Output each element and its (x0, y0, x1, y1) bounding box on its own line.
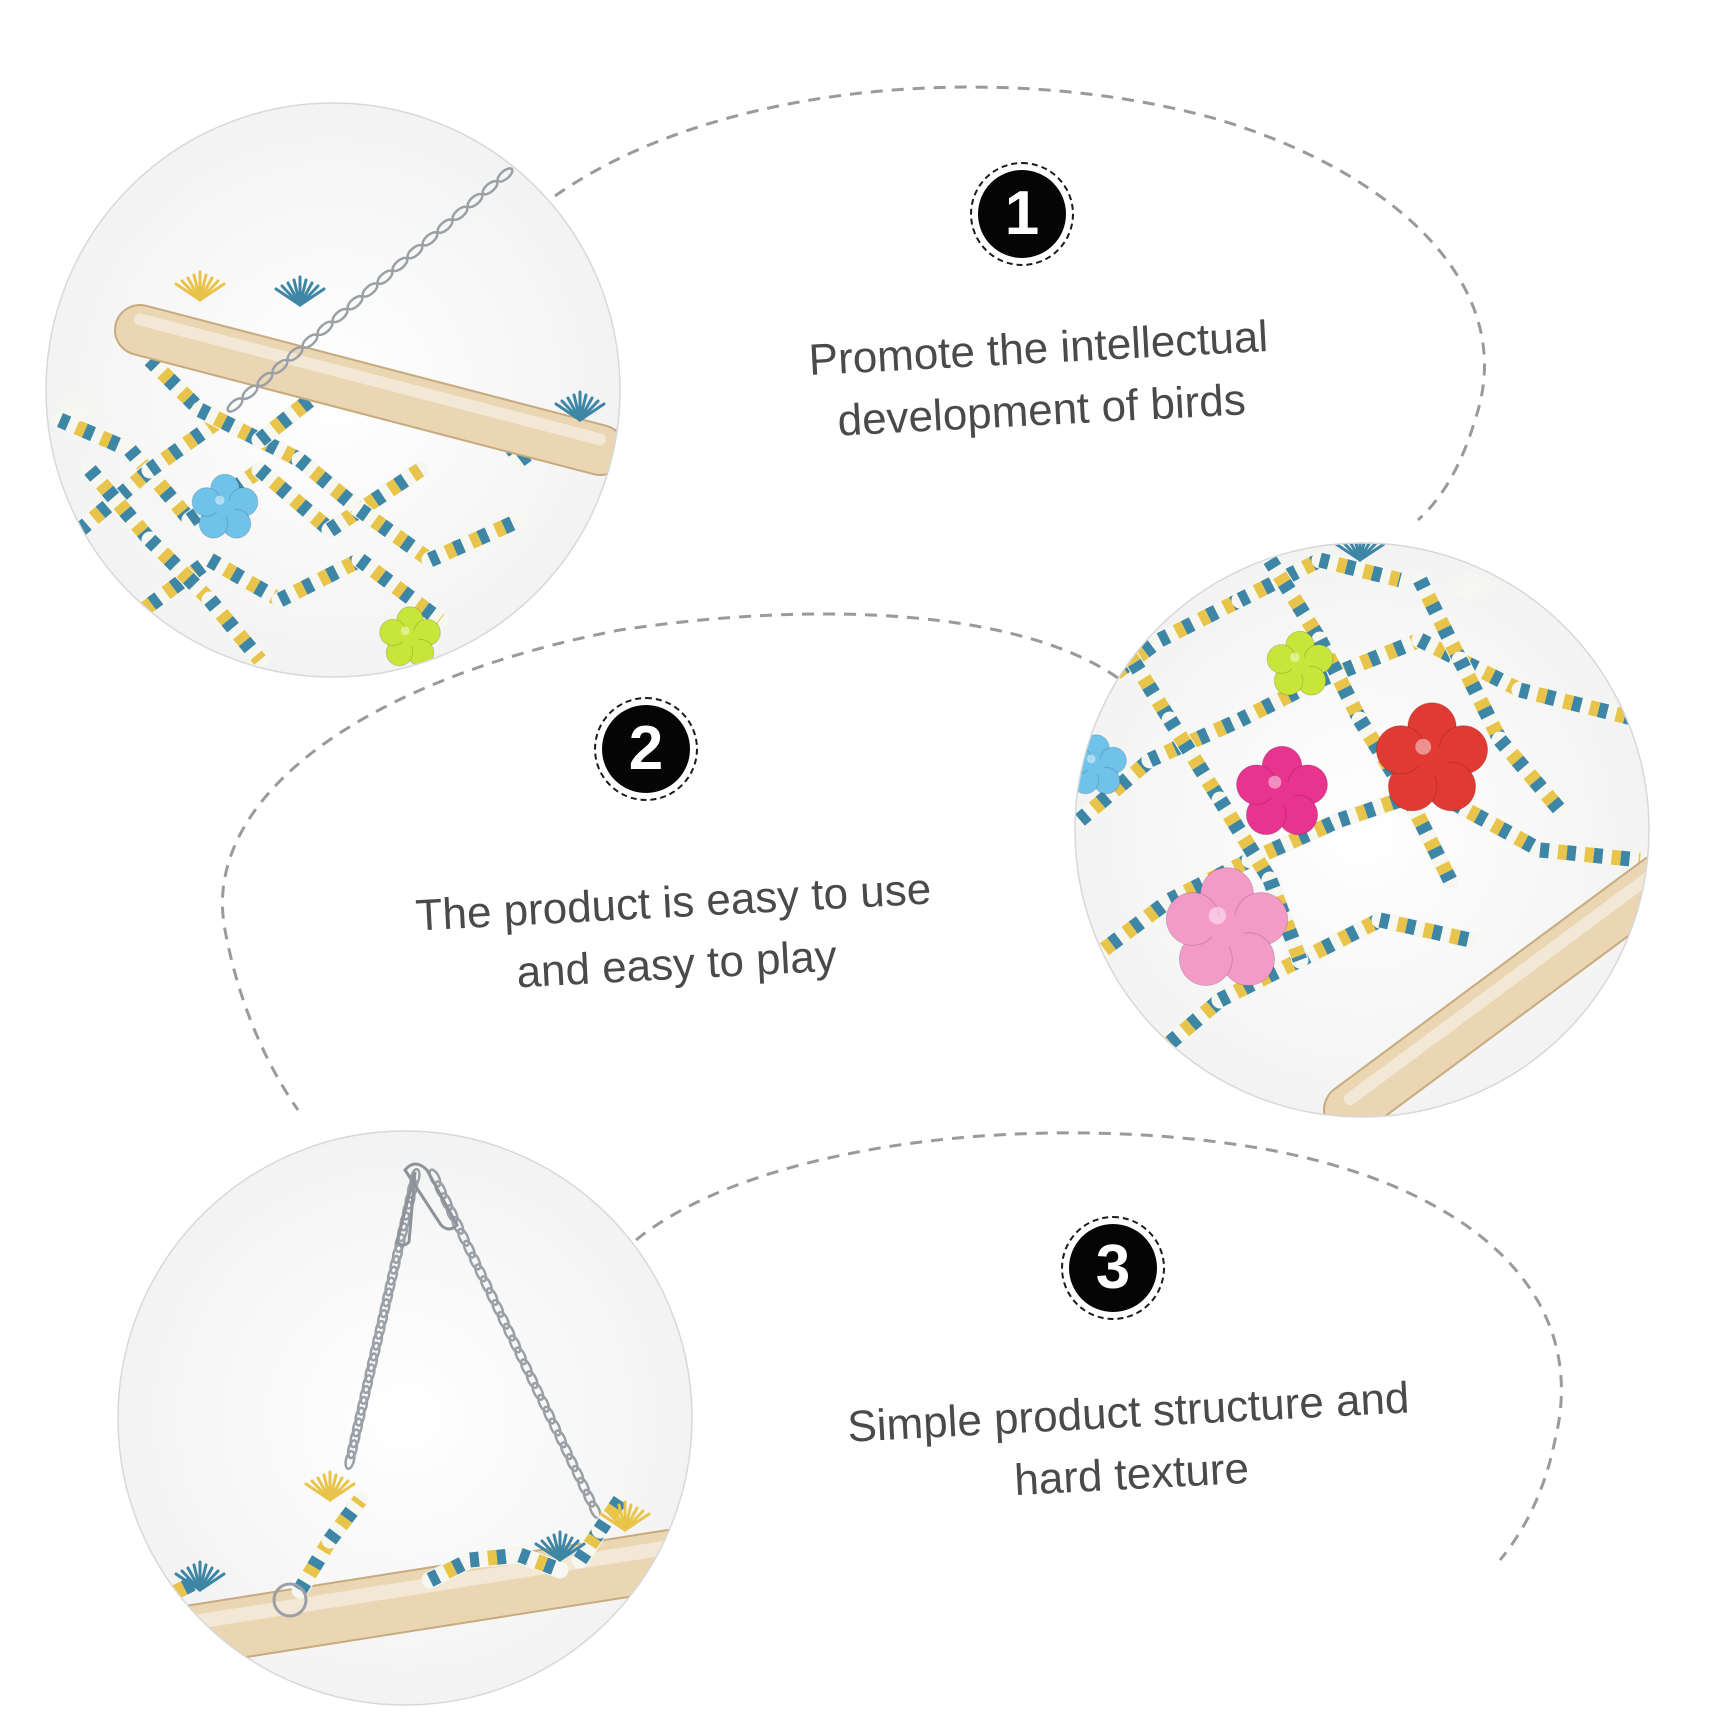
twisted-rope (1081, 891, 1179, 969)
wooden-perch (114, 304, 620, 476)
twisted-rope (201, 591, 269, 669)
twisted-rope (291, 1531, 339, 1599)
twisted-rope (1491, 731, 1569, 819)
twisted-rope (191, 401, 269, 449)
twisted-rope (81, 461, 159, 549)
twisted-rope (421, 511, 529, 569)
lime-flower (379, 606, 441, 667)
twisted-rope (1261, 551, 1329, 649)
snap-clip-arm (395, 1171, 417, 1247)
photo-circle-3 (117, 1130, 693, 1706)
rope-tassel (304, 1470, 356, 1502)
twisted-rope (1511, 681, 1649, 729)
twisted-rope (1151, 591, 1249, 649)
twisted-rope (141, 411, 229, 479)
number-badge-1: 1 (970, 162, 1074, 266)
dashed-curve-2 (221, 612, 1119, 1111)
number-badge-3: 3 (1061, 1216, 1165, 1320)
magenta-flower (1236, 745, 1328, 836)
metal-chain (428, 1168, 602, 1520)
twisted-rope (1401, 791, 1459, 889)
dashed-connector-curves (221, 85, 1563, 1561)
rope-tassel (174, 270, 226, 302)
rope-tassel (1334, 543, 1386, 562)
photo-circle-1 (45, 102, 621, 678)
rope-tassel (54, 390, 106, 422)
snap-clip (403, 1162, 459, 1231)
twisted-rope (1291, 911, 1389, 969)
twisted-rope (251, 391, 319, 449)
lime-flower (1266, 630, 1334, 696)
twisted-rope (351, 551, 449, 629)
twisted-rope (1141, 711, 1249, 769)
twisted-rope (1161, 711, 1229, 809)
metal-chain (344, 1167, 421, 1471)
twisted-rope (321, 461, 429, 539)
red-flower (1375, 702, 1489, 812)
twisted-rope (1451, 651, 1509, 749)
dashed-curve-1 (554, 85, 1486, 522)
rope-tassel (174, 1560, 226, 1592)
twisted-rope (1531, 841, 1649, 869)
twisted-rope (251, 461, 339, 539)
number-badge-3-label: 3 (1069, 1224, 1157, 1312)
number-badge-2: 2 (594, 697, 698, 801)
twisted-rope (1241, 811, 1349, 869)
rope-tassel (599, 1500, 651, 1532)
twisted-rope (511, 1546, 569, 1579)
rope-tassel (554, 390, 606, 422)
number-badge-2-label: 2 (602, 705, 690, 793)
twisted-rope (1371, 911, 1479, 949)
twisted-rope (1311, 551, 1409, 589)
wooden-perch (1323, 853, 1649, 1117)
split-ring (272, 1582, 308, 1618)
number-badge-1-label: 1 (978, 170, 1066, 258)
dashed-curve-3 (635, 1131, 1563, 1561)
twisted-rope (1211, 791, 1279, 889)
metal-chain (226, 167, 514, 413)
twisted-rope (291, 451, 369, 519)
rope-tassel (1444, 570, 1496, 602)
twisted-rope (141, 531, 219, 609)
sky-blue-flower (191, 473, 259, 539)
twisted-rope (271, 551, 369, 609)
rope-tassel (534, 1530, 586, 1562)
twisted-rope (141, 351, 209, 419)
twisted-rope (201, 551, 289, 609)
pink-flower (1165, 867, 1289, 987)
twisted-rope (1411, 571, 1469, 669)
twisted-rope (51, 411, 139, 459)
twisted-rope (321, 1491, 369, 1549)
rope-tassel (274, 275, 326, 307)
twisted-rope (121, 441, 199, 529)
twisted-rope (351, 501, 439, 569)
photo-circle-2 (1074, 542, 1650, 1118)
